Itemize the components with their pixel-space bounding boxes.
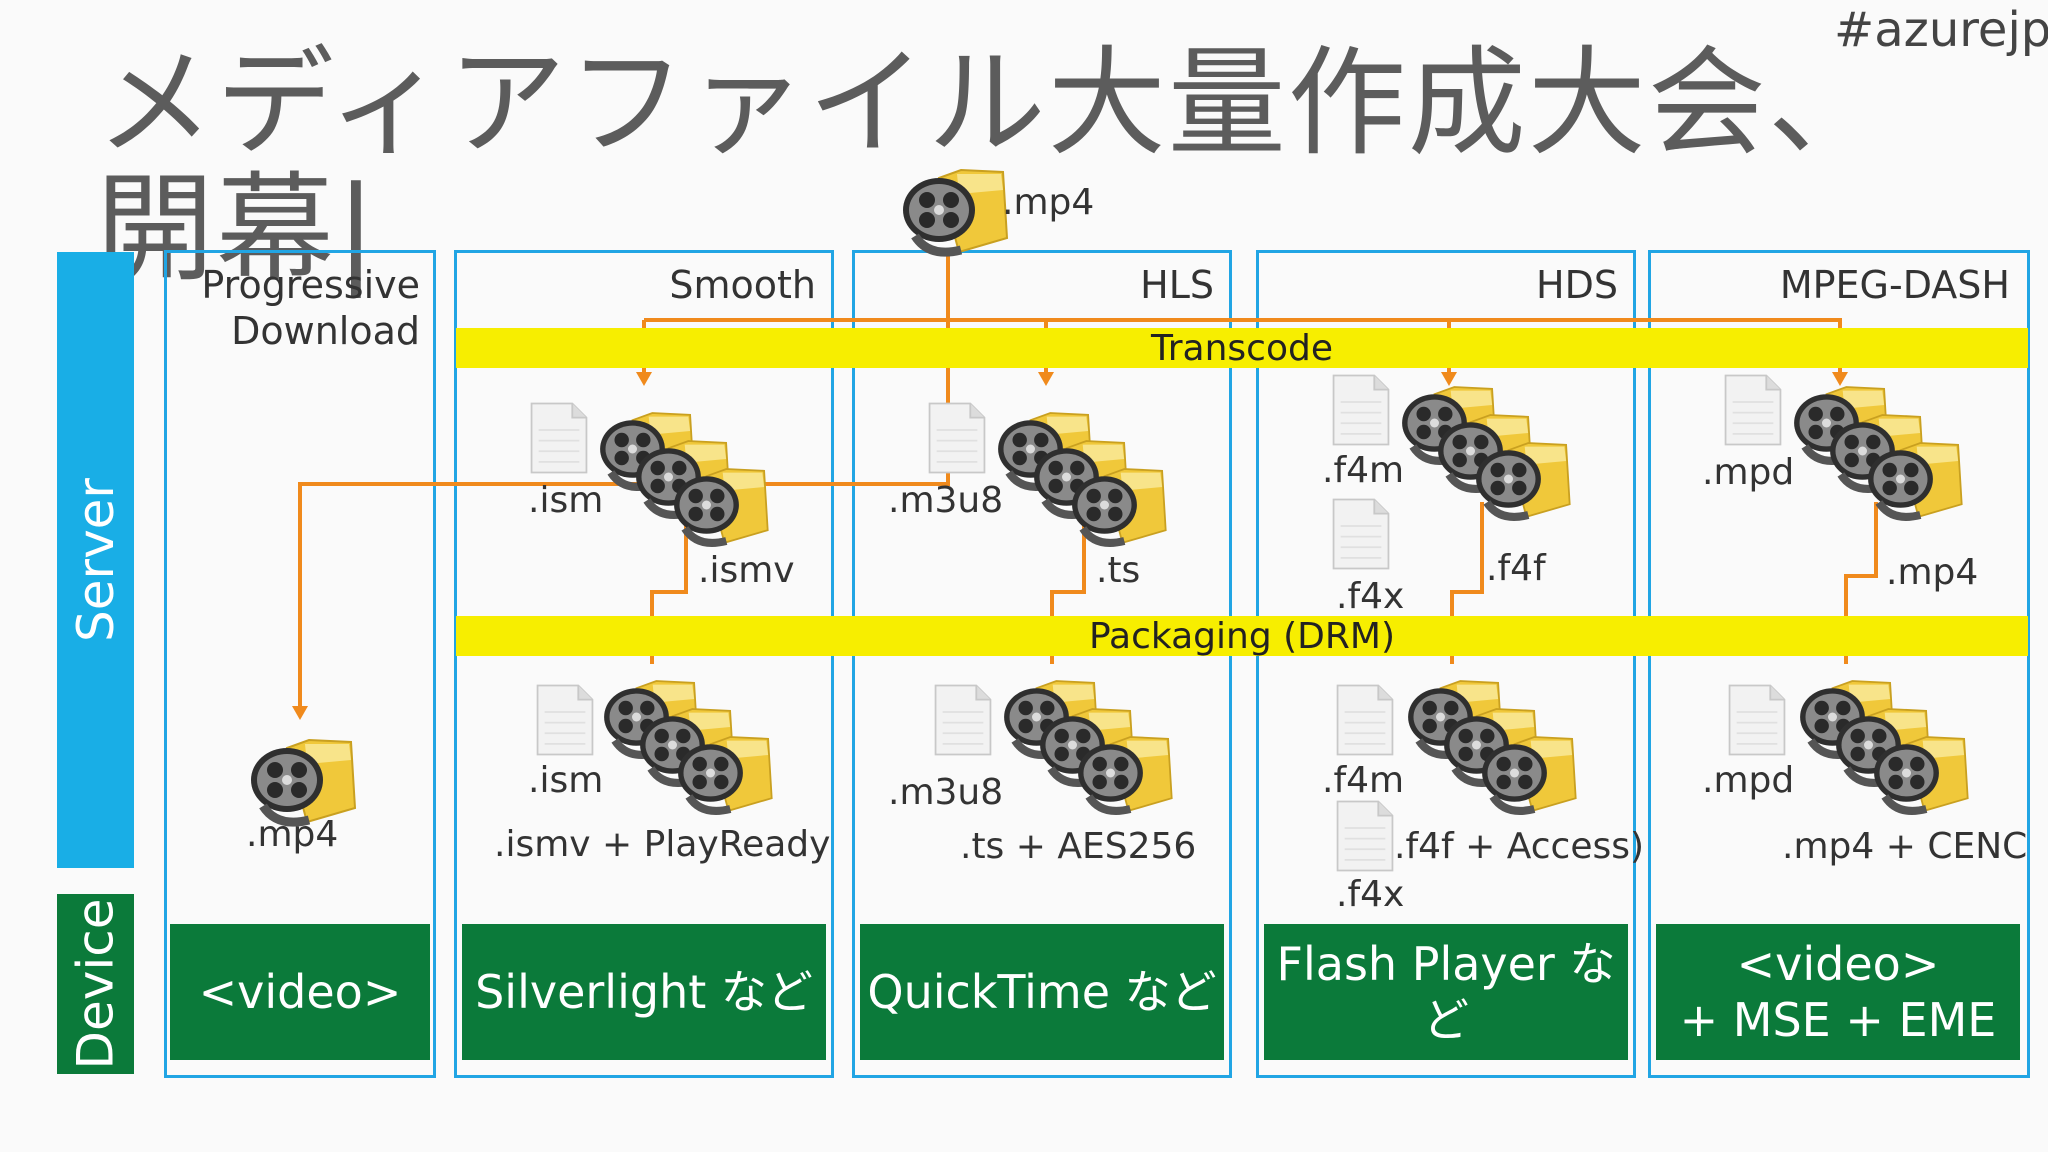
document-icon — [926, 398, 988, 478]
hds-media-label: .f4f — [1486, 548, 1546, 589]
hls-manifest-label: .m3u8 — [888, 480, 1004, 521]
hls-packaged-media-label: .ts + AES256 — [960, 826, 1197, 867]
document-icon — [1726, 680, 1788, 760]
packaging-band: Packaging (DRM) — [456, 616, 2028, 657]
heading-mpeg-dash: MPEG-DASH — [1779, 263, 2010, 307]
document-icon — [528, 398, 590, 478]
document-icon — [1722, 370, 1784, 450]
device-label: ど — [1423, 993, 1469, 1047]
film-reel-folder-icon — [1478, 728, 1578, 818]
heading-progressive: Progressive Download — [170, 262, 420, 354]
film-reel-folder-icon — [1472, 434, 1572, 524]
hashtag: #azurejp — [1834, 2, 2048, 58]
document-icon — [1334, 796, 1396, 876]
hds-packaged-media-label: .f4f + Access) — [1394, 826, 1645, 867]
device-box-video: <video> — [170, 924, 430, 1060]
hls-media-label: .ts — [1096, 550, 1141, 591]
column-hls — [852, 250, 1232, 1078]
progressive-output-label: .mp4 — [246, 814, 339, 855]
heading-line: Download — [231, 309, 420, 353]
device-label: Flash Player な — [1276, 937, 1616, 991]
film-reel-folder-icon — [898, 160, 1010, 260]
dash-manifest-label: .mpd — [1702, 452, 1795, 493]
hds-index-label: .f4x — [1336, 576, 1405, 617]
device-box-quicktime: QuickTime など — [860, 924, 1224, 1060]
column-progressive — [164, 250, 436, 1078]
device-label: QuickTime など — [867, 965, 1217, 1019]
document-icon — [534, 680, 596, 760]
slide-title: メディアファイル大量作成大会、開幕| — [96, 34, 1888, 298]
film-reel-folder-icon — [1870, 728, 1970, 818]
smooth-packaged-manifest-label: .ism — [528, 760, 604, 801]
document-icon — [1330, 494, 1392, 574]
dash-media-label: .mp4 — [1886, 552, 1979, 593]
column-hds — [1256, 250, 1636, 1078]
document-icon — [1334, 680, 1396, 760]
film-reel-folder-icon — [1864, 434, 1964, 524]
transcode-band: Transcode — [456, 328, 2028, 369]
hds-packaged-manifest-label: .f4m — [1322, 760, 1405, 801]
dash-packaged-manifest-label: .mpd — [1702, 760, 1795, 801]
hds-packaged-index-label: .f4x — [1336, 874, 1405, 915]
hls-packaged-manifest-label: .m3u8 — [888, 772, 1004, 813]
heading-hls: HLS — [1140, 263, 1214, 307]
device-box-silverlight: Silverlight など — [462, 924, 826, 1060]
document-icon — [1330, 370, 1392, 450]
device-label: + MSE + EME — [1679, 993, 1997, 1047]
device-label: <video> — [1736, 937, 1940, 991]
film-reel-folder-icon — [674, 728, 774, 818]
document-icon — [932, 680, 994, 760]
device-box-mse-eme: <video> + MSE + EME — [1656, 924, 2020, 1060]
device-label: <video> — [198, 965, 402, 1019]
smooth-packaged-media-label: .ismv + PlayReady — [494, 824, 831, 865]
dash-packaged-media-label: .mp4 + CENC — [1782, 826, 2028, 867]
heading-line: Progressive — [201, 263, 420, 307]
heading-hds: HDS — [1536, 263, 1618, 307]
device-box-flash: Flash Player な ど — [1264, 924, 1628, 1060]
device-label: Silverlight など — [475, 965, 813, 1019]
film-reel-folder-icon — [1074, 728, 1174, 818]
server-label-bar: Server — [57, 252, 134, 868]
film-reel-folder-icon — [670, 460, 770, 550]
hds-manifest-label: .f4m — [1322, 450, 1405, 491]
device-label-bar: Device — [57, 894, 134, 1074]
film-reel-folder-icon — [1068, 460, 1168, 550]
column-mpeg-dash — [1648, 250, 2030, 1078]
smooth-manifest-label: .ism — [528, 480, 604, 521]
smooth-media-label: .ismv — [698, 550, 795, 591]
heading-smooth: Smooth — [669, 263, 816, 307]
column-smooth — [454, 250, 834, 1078]
source-label: .mp4 — [1002, 182, 1095, 223]
